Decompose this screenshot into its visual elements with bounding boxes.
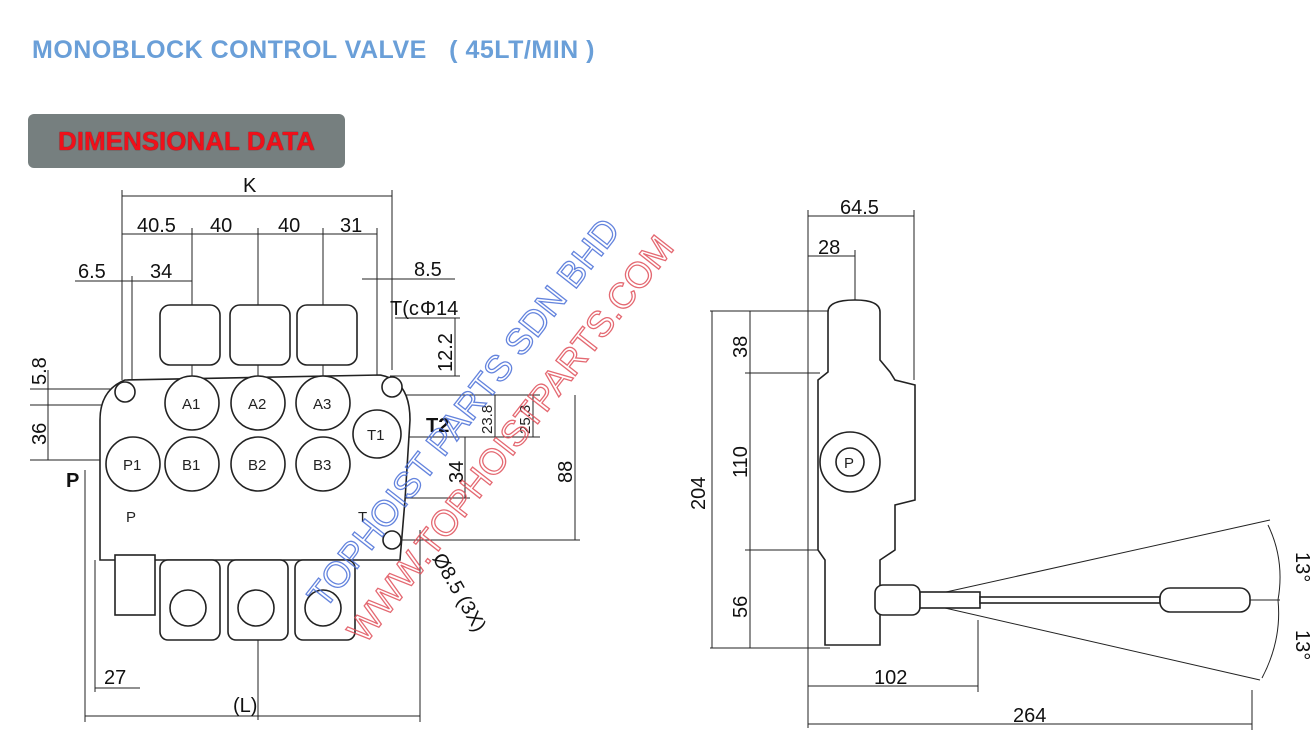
port-b2-label: B2 xyxy=(248,457,266,474)
flow-rating: ( 45LT/MIN ) xyxy=(449,36,595,64)
angle-up: 13° xyxy=(1291,552,1312,582)
title-text: MONOBLOCK CONTROL VALVE xyxy=(32,36,427,64)
dim-6-5: 6.5 xyxy=(78,261,106,283)
side-view: P 64.5 28 38 110 204 56 102 264 13° 13° xyxy=(688,197,1312,730)
dim-40-b: 40 xyxy=(278,215,300,237)
dim-204: 204 xyxy=(688,477,710,510)
dim-40-a: 40 xyxy=(210,215,232,237)
dim-12-2: 12.2 xyxy=(435,333,457,372)
port-b1-label: B1 xyxy=(182,457,200,474)
dim-64-5: 64.5 xyxy=(840,197,879,219)
dim-25-3: 25.3 xyxy=(517,405,534,434)
dim-l: (L) xyxy=(233,695,257,717)
port-a1-label: A1 xyxy=(182,396,200,413)
dim-102: 102 xyxy=(874,667,907,689)
dim-110: 110 xyxy=(730,446,752,478)
body-p-mark: P xyxy=(126,509,136,526)
port-circles: A1 A2 A3 P1 B1 B2 B3 T1 xyxy=(105,375,402,492)
dim-38: 38 xyxy=(730,336,752,358)
dim-88: 88 xyxy=(555,461,577,483)
dim-36: 36 xyxy=(29,423,51,445)
tank-thread-label: T(c xyxy=(390,298,419,320)
port-t1-label: T1 xyxy=(367,427,385,444)
badge-label: DIMENSIONAL DATA xyxy=(57,125,316,156)
section-badge: DIMENSIONAL DATA xyxy=(28,114,345,168)
dim-k: K xyxy=(243,175,257,197)
dim-34: 34 xyxy=(150,261,172,283)
angle-down: 13° xyxy=(1291,630,1312,660)
dim-56: 56 xyxy=(730,596,752,618)
dim-264: 264 xyxy=(1013,705,1046,727)
dim-27: 27 xyxy=(104,667,126,689)
dim-5-8: 5.8 xyxy=(29,357,51,385)
side-port-p-label: P xyxy=(844,455,854,472)
page-title: MONOBLOCK CONTROL VALVE ( 45LT/MIN ) xyxy=(32,36,595,65)
port-a2-label: A2 xyxy=(248,396,266,413)
port-p1-label: P1 xyxy=(123,457,141,474)
port-b3-label: B3 xyxy=(313,457,331,474)
dim-23-8: 23.8 xyxy=(479,405,496,434)
body-t-mark: T xyxy=(358,509,367,526)
port-p-label: P xyxy=(66,470,79,492)
dim-31: 31 xyxy=(340,215,362,237)
port-t2-label: T2 xyxy=(426,415,449,437)
dim-34-vertical: 34 xyxy=(446,461,468,483)
dim-8-5: 8.5 xyxy=(414,259,442,281)
tank-thread-size: Φ14 xyxy=(420,298,458,320)
port-a3-label: A3 xyxy=(313,396,331,413)
dim-40-5: 40.5 xyxy=(137,215,176,237)
dim-28: 28 xyxy=(818,237,840,259)
front-view: A1 A2 A3 P1 B1 B2 B3 T1 K 40.5 40 40 31 … xyxy=(29,175,580,722)
